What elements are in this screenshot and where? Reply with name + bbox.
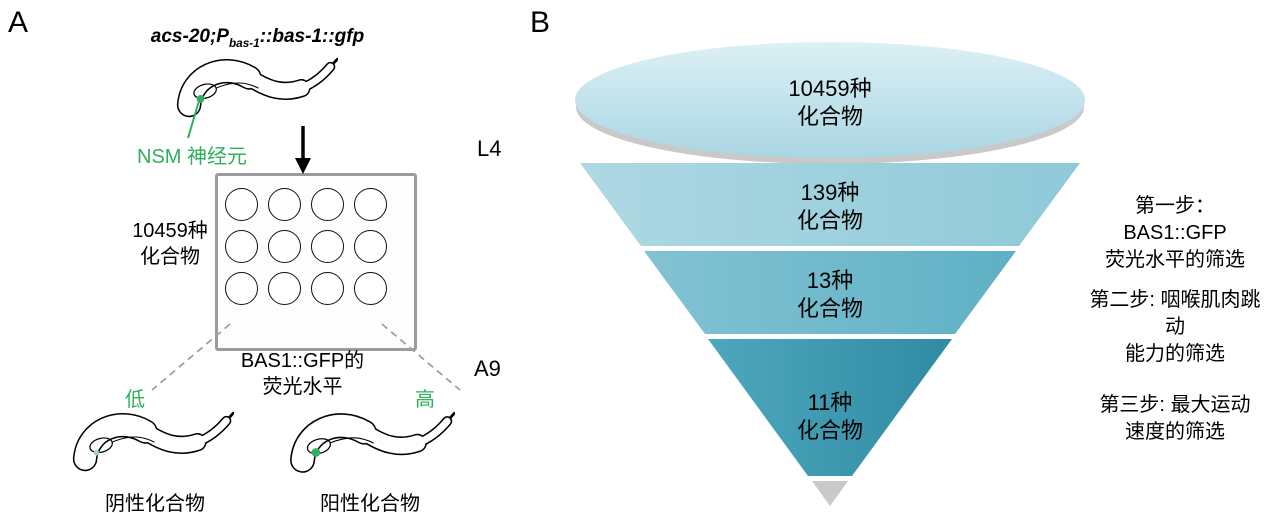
worm-negative [66,404,234,488]
compound-count-line1: 10459种 [132,220,208,242]
genotype-part2: ::bas-1::gfp [259,26,365,47]
tier4-noun: 化合物 [797,418,863,443]
bright-gfp-dot [311,448,321,457]
tier3-count: 13种 [807,268,853,293]
step-2-label: 第二步: 咽喉肌肉跳动 能力的筛选 [1085,287,1265,368]
plate-well [311,230,344,263]
funnel-tier-2 [580,163,1080,246]
step-3-label: 第三步: 最大运动 速度的筛选 [1090,392,1260,446]
plate-well [268,188,301,221]
step-3-line1: 第三步: 最大运动 [1099,394,1251,416]
compound-count-label: 10459种 化合物 [120,218,220,270]
genotype-part1: acs-20;P [150,26,229,47]
nsm-neuron-label: NSM 神经元 [137,146,247,168]
tier3-noun: 化合物 [797,296,863,321]
genotype-title: acs-20;Pbas-1::bas-1::gfp [150,26,365,50]
plate-well [268,230,301,263]
funnel-tip [812,481,848,506]
multiwell-plate [215,173,417,351]
dim-gfp-dot [93,450,100,456]
well-id-label: A9 [474,356,501,381]
fluorescence-readout-line2: 荧光水平 [262,376,343,398]
panel-b-label: B [530,6,551,39]
worm-positive [283,404,455,490]
negative-compound-label: 阴性化合物 [105,493,205,513]
worm-reporter [170,50,338,134]
funnel-tier-3 [644,251,1016,334]
positive-compound-label: 阳性化合物 [320,493,420,513]
plate-well [311,188,344,221]
nsm-neuron-dot [196,95,205,103]
tier4-count: 11种 [808,390,853,415]
funnel-tier-4 [708,339,952,476]
step-2-line1: 第二步: 咽喉肌肉跳动 [1089,289,1261,338]
stage-label-l4: L4 [477,136,502,161]
fluorescence-readout-label: BAS1::GFP的 荧光水平 [230,348,375,400]
compound-count-line2: 化合物 [140,246,200,268]
tier2-count: 139种 [801,180,860,205]
tier1-noun: 化合物 [797,104,863,129]
panel-a-label: A [8,6,29,39]
plate-well [225,188,258,221]
plate-well [225,272,258,305]
down-arrow-head [295,158,311,174]
tier1-count: 10459种 [788,76,871,101]
plate-well [225,230,258,263]
step-1-label: 第一步： BAS1::GFP 荧光水平的筛选 [1082,193,1268,274]
genotype-subscript: bas-1 [228,36,260,50]
step-3-line2: 速度的筛选 [1125,421,1225,443]
plate-well [354,230,387,263]
low-fluorescence-label: 低 [125,389,145,411]
plate-well [354,272,387,305]
screening-funnel: 10459种 化合物 139种 化合物 13种 化合物 11种 化合物 [575,42,1085,506]
fluorescence-readout-line1: BAS1::GFP的 [240,350,365,372]
tier2-noun: 化合物 [797,208,863,233]
funnel-tier-1 [575,42,1085,158]
step-1-line1: 第一步： BAS1::GFP [1123,195,1227,244]
plate-well [354,188,387,221]
high-fluorescence-label: 高 [415,389,435,411]
step-1-line2: 荧光水平的筛选 [1105,249,1245,271]
plate-well [268,272,301,305]
step-2-line2: 能力的筛选 [1125,343,1225,365]
plate-well [311,272,344,305]
